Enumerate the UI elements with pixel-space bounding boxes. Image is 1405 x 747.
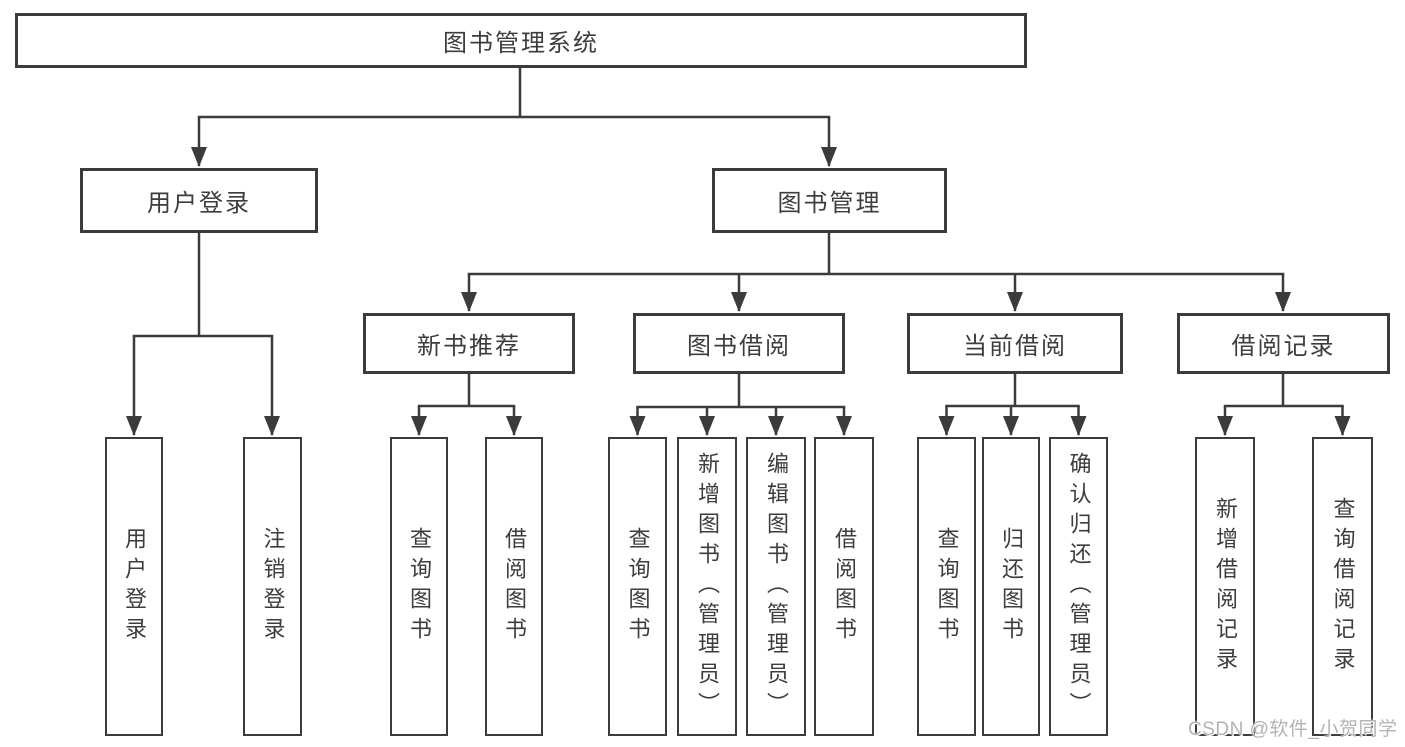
connector-book-borrow-children [629,374,852,436]
node-leaf-query-books-recommend: 查询图书 [390,437,448,736]
node-user-login: 用户登录 [80,168,318,233]
node-borrow-record: 借阅记录 [1177,313,1390,374]
node-leaf-borrow-books: 借阅图书 [814,437,874,736]
node-new-book-recommend-label: 新书推荐 [417,333,521,360]
node-leaf-confirm-return-admin: 确认归还（管理员） [1049,437,1108,736]
node-leaf-borrow-books-recommend: 借阅图书 [485,437,543,736]
node-leaf-add-borrow-record-label: 新增借阅记录 [1213,496,1238,677]
node-leaf-query-borrow-record: 查询借阅记录 [1312,437,1373,736]
node-current-borrow: 当前借阅 [907,313,1123,374]
node-leaf-confirm-return-admin-label: 确认归还（管理员） [1066,451,1092,722]
node-leaf-borrow-books-recommend-label: 借阅图书 [502,526,527,647]
node-leaf-add-borrow-record: 新增借阅记录 [1195,437,1255,736]
node-leaf-query-books-current-label: 查询图书 [934,526,960,647]
connector-book-management-children [461,232,1291,312]
connector-borrow-record-children [1217,374,1351,436]
node-leaf-borrow-books-label: 借阅图书 [832,526,857,647]
node-leaf-query-books-recommend-label: 查询图书 [407,526,432,647]
node-current-borrow-label: 当前借阅 [963,333,1067,360]
node-leaf-add-book-admin-label: 新增图书（管理员） [695,451,720,722]
node-book-borrow: 图书借阅 [633,313,845,374]
node-borrow-record-label: 借阅记录 [1231,333,1336,360]
node-user-login-label: 用户登录 [147,190,251,217]
node-leaf-return-books: 归还图书 [982,437,1040,736]
node-leaf-logout: 注销登录 [243,437,302,736]
node-leaf-query-books-borrow: 查询图书 [608,437,667,736]
node-leaf-query-books-current: 查询图书 [917,437,976,736]
node-book-management-label: 图书管理 [777,190,882,217]
node-root-label: 图书管理系统 [443,30,599,57]
connector-current-borrow-children [938,374,1087,436]
node-root: 图书管理系统 [15,13,1027,68]
node-new-book-recommend: 新书推荐 [363,313,575,374]
node-leaf-edit-book-admin-label: 编辑图书（管理员） [764,451,789,722]
csdn-watermark: CSDN @软件_小贺同学 [1188,719,1398,740]
node-leaf-query-books-borrow-label: 查询图书 [625,526,651,647]
node-book-management: 图书管理 [712,168,947,233]
node-leaf-query-borrow-record-label: 查询借阅记录 [1330,496,1356,677]
connector-user-login-children [126,233,280,436]
node-leaf-edit-book-admin: 编辑图书（管理员） [746,437,806,736]
node-leaf-logout-label: 注销登录 [260,526,286,647]
node-book-borrow-label: 图书借阅 [687,333,791,360]
node-leaf-user-login: 用户登录 [105,437,163,736]
node-leaf-add-book-admin: 新增图书（管理员） [677,437,737,736]
node-leaf-user-login-label: 用户登录 [122,526,147,647]
connector-root-to-level2 [191,66,837,167]
node-leaf-return-books-label: 归还图书 [999,526,1024,647]
connector-new-book-children [411,374,522,436]
